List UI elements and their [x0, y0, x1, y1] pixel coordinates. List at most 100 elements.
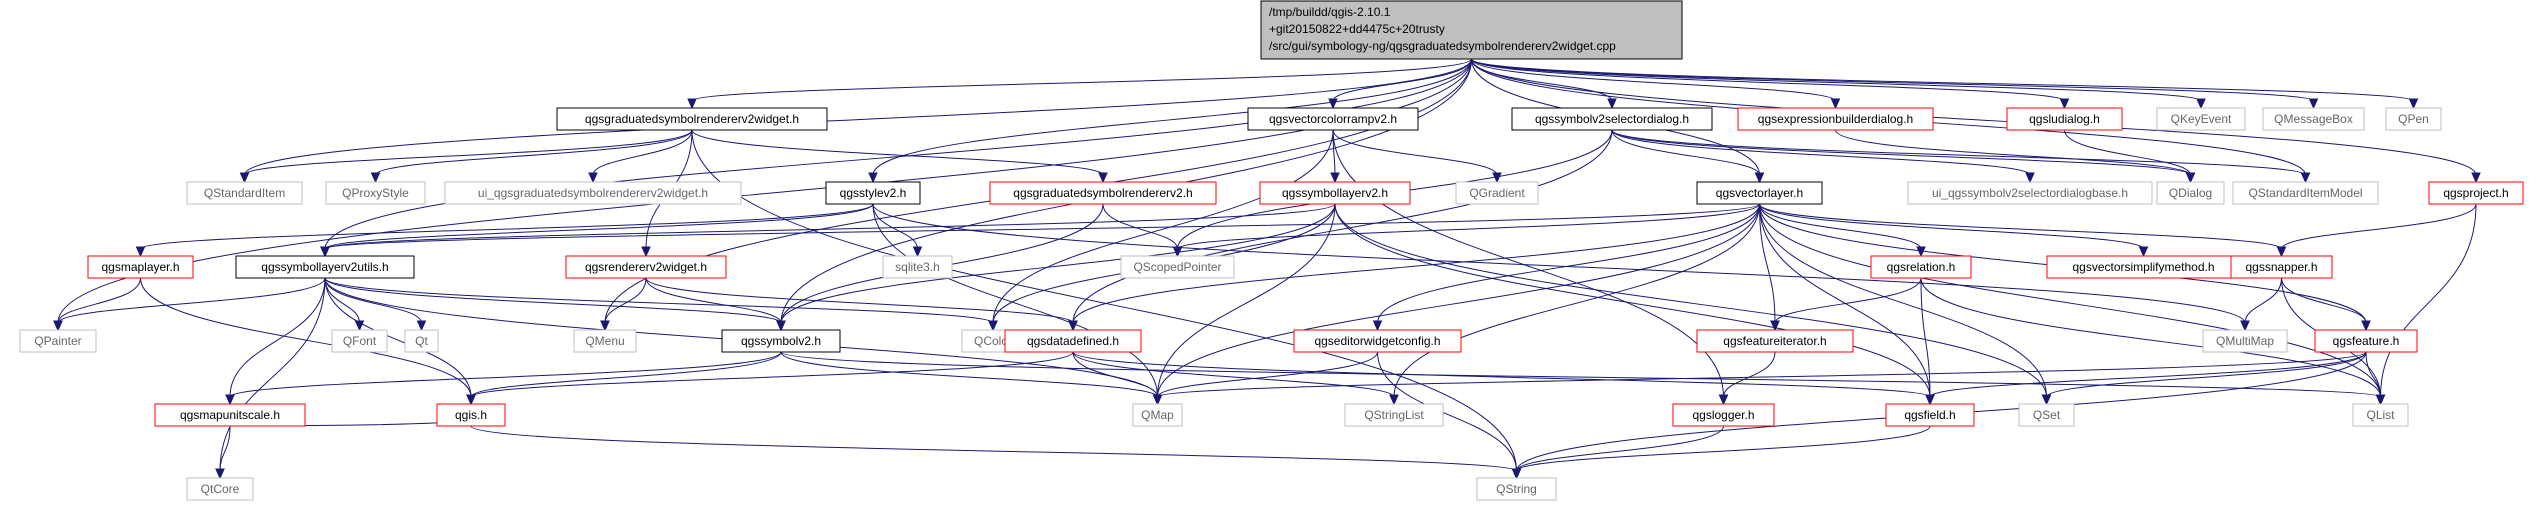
node-box: [325, 181, 426, 205]
edge-root-to-qpen: [1471, 58, 2414, 102]
edge-arrowhead-root-to-expressionbuilder: [1830, 98, 1841, 110]
edge-feature-to-field: [1929, 351, 2367, 398]
node-maplayer[interactable]: qgsmaplayer.h: [87, 255, 194, 279]
edge-arrowhead-datadefined-to-qgis: [466, 394, 476, 406]
edge-qgsproject-to-snapper: [2281, 203, 2477, 250]
node-mapunitscale[interactable]: qgsmapunitscale.h: [154, 403, 306, 427]
node-symbollayerv2[interactable]: qgssymbollayerv2.h: [1259, 181, 1411, 205]
edge-field-to-qstring: [1516, 425, 1931, 472]
node-label: QSet: [2033, 408, 2061, 422]
edge-symbollayerutils-to-qpainter: [57, 277, 326, 324]
edge-arrowhead-rendererwidget-to-qmenu: [600, 320, 610, 332]
edge-rendererwidget-to-qmenu: [604, 277, 647, 324]
node-ludialog[interactable]: qgsludialog.h: [2006, 107, 2123, 131]
node-label: qgsvectorsimplifymethod.h: [2072, 260, 2214, 274]
edge-logger-to-qstring: [1516, 425, 1724, 472]
edge-arrowhead-symbolselector-to-qstandarditemmodel: [2300, 172, 2311, 184]
node-box: [573, 329, 637, 353]
node-qpainter: QPainter: [19, 329, 97, 353]
edge-root-to-symbollayerutils: [324, 58, 1472, 250]
node-graduatedrenderer[interactable]: qgsgraduatedsymbolrendererv2.h: [989, 181, 1217, 205]
edge-rendererwidget-to-datadefined: [645, 277, 1074, 324]
edge-arrowhead-root-to-vectorcolorramp: [1328, 98, 1338, 110]
edge-arrowhead-datadefined-to-qstringlist: [1389, 394, 1399, 406]
edge-arrowhead-feature-to-qset: [2041, 394, 2052, 406]
node-logger[interactable]: qgslogger.h: [1672, 403, 1775, 427]
node-label: QColor: [974, 334, 1012, 348]
node-qmap: QMap: [1132, 403, 1183, 427]
node-sqlite3: sqlite3.h: [882, 255, 953, 279]
edge-datadefined-to-qgis: [470, 351, 1074, 398]
node-box: [2428, 181, 2524, 205]
node-label: qgslogger.h: [1692, 408, 1754, 422]
node-box: [87, 255, 194, 279]
node-box: [1737, 107, 1934, 131]
node-snapper[interactable]: qgssnapper.h: [2230, 255, 2333, 279]
node-vectorsimplify[interactable]: qgsvectorsimplifymethod.h: [2046, 255, 2241, 279]
node-qgsstylev2[interactable]: qgsstylev2.h: [825, 181, 921, 205]
node-box: [2262, 107, 2365, 131]
edge-symbolv2-to-qlist: [780, 351, 2381, 398]
edge-arrowhead-qgsstylev2-to-maplayer: [135, 246, 146, 258]
edge-root-to-ludialog: [1471, 58, 2065, 102]
node-vectorlayer[interactable]: qgsvectorlayer.h: [1696, 181, 1823, 205]
edge-vectorlayer-to-featureiterator: [1759, 203, 1776, 324]
node-label: QGradient: [1469, 186, 1525, 200]
node-vectorcolorramp[interactable]: qgsvectorcolorrampv2.h: [1247, 107, 1419, 131]
edge-arrowhead-mapunitscale-to-qtcore: [215, 468, 225, 480]
node-qgsproject[interactable]: qgsproject.h: [2428, 181, 2524, 205]
edge-vectorlayer-to-vectorsimplify: [1759, 203, 2144, 250]
edge-arrowhead-vectorlayer-to-editorwidget: [1372, 320, 1383, 332]
node-label: QPen: [2398, 112, 2429, 126]
node-box: [1260, 0, 1683, 60]
edge-arrowhead-root-to-ludialog: [2059, 98, 2070, 110]
node-label: QDialog: [2169, 186, 2212, 200]
node-qkeyevent: QKeyEvent: [2156, 107, 2246, 131]
edge-symbollayerutils-to-qtcore: [219, 277, 326, 472]
node-label: qgsvectorlayer.h: [1716, 186, 1803, 200]
node-relation[interactable]: qgsrelation.h: [1870, 255, 1972, 279]
edge-arrowhead-graduatedwidget_h-to-graduatedrenderer: [1098, 172, 1108, 184]
edge-snapper-to-qmultimap: [2244, 277, 2282, 324]
node-label: QMultiMap: [2216, 334, 2274, 348]
node-qmessagebox: QMessageBox: [2262, 107, 2365, 131]
node-expressionbuilder[interactable]: qgsexpressionbuilderdialog.h: [1737, 107, 1934, 131]
node-feature[interactable]: qgsfeature.h: [2314, 329, 2418, 353]
node-field[interactable]: qgsfield.h: [1885, 403, 1975, 427]
node-ui-selectorbase: ui_qgssymbolv2selectordialogbase.h: [1907, 181, 2153, 205]
edge-root-to-qmessagebox: [1471, 58, 2314, 102]
edge-feature-to-qlist: [2365, 351, 2381, 398]
node-qgis[interactable]: qgis.h: [436, 403, 506, 427]
node-box: [444, 181, 742, 205]
node-box: [1696, 181, 1823, 205]
node-graduatedwidget-h[interactable]: qgsgraduatedsymbolrendererv2widget.h: [556, 107, 828, 131]
edge-ludialog-to-qdialog: [2064, 129, 2191, 176]
edge-root-to-qkeyevent: [1471, 58, 2202, 102]
node-symbolselector[interactable]: qgssymbolv2selectordialog.h: [1511, 107, 1713, 131]
node-datadefined[interactable]: qgsdatadefined.h: [1004, 329, 1142, 353]
node-box: [989, 181, 1217, 205]
edge-vectorlayer-to-qmap: [1157, 203, 1760, 398]
node-label: qgsrelation.h: [1887, 260, 1956, 274]
node-box: [1870, 255, 1972, 279]
edge-arrowhead-root-to-qpen: [2408, 98, 2419, 110]
edge-graduatedwidget_h-to-ui_graduated: [592, 129, 693, 176]
edge-arrowhead-feature-to-qlist: [2375, 394, 2386, 406]
edge-symbolselector-to-datadefined: [1072, 129, 1613, 324]
edge-qgis-to-qstring: [470, 425, 1517, 472]
node-symbolv2[interactable]: qgssymbolv2.h: [721, 329, 841, 353]
edge-symbollayerv2-to-qmap: [1157, 203, 1336, 398]
edge-root-to-graduatedwidget_h: [691, 58, 1472, 102]
edge-arrowhead-graduatedwidget_h-to-qstandarditem: [239, 172, 250, 184]
node-featureiterator[interactable]: qgsfeatureiterator.h: [1696, 329, 1854, 353]
node-label: QMenu: [585, 334, 624, 348]
node-rendererwidget[interactable]: qgsrendererv2widget.h: [565, 255, 727, 279]
node-box: [2018, 403, 2075, 427]
node-symbollayerutils[interactable]: qgssymbollayerv2utils.h: [235, 255, 415, 279]
node-box: [2202, 329, 2288, 353]
root-label-line: /src/gui/symbology-ng/qgsgraduatedsymbol…: [1269, 39, 1616, 53]
node-label: QString: [1496, 482, 1537, 496]
edge-graduatedwidget_h-to-qstandarditem: [244, 129, 693, 176]
node-qlist: QList: [2352, 403, 2409, 427]
node-editorwidget[interactable]: qgseditorwidgetconfig.h: [1293, 329, 1462, 353]
